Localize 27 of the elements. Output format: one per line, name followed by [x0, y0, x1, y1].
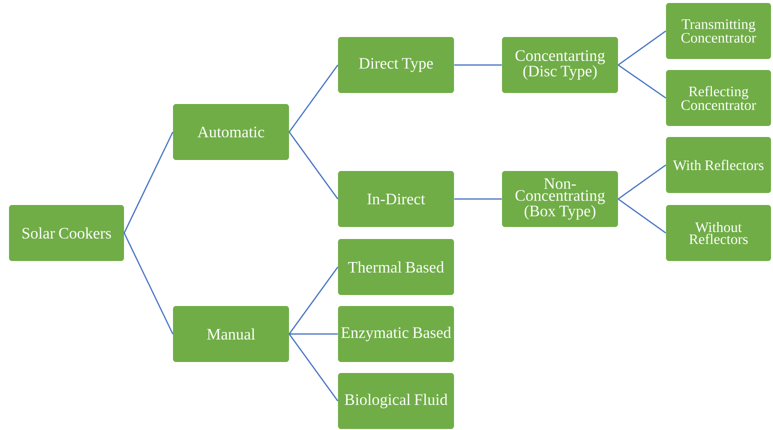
category-box: Solar Cookers	[9, 205, 124, 261]
category-box: Direct Type	[338, 37, 454, 93]
connector-line	[454, 198, 502, 200]
connector-line	[618, 64, 666, 98]
category-box: Transmitting Concentrator	[666, 3, 771, 59]
connector-line	[618, 30, 666, 66]
connector-line	[289, 333, 338, 335]
category-box: Without Reflectors	[666, 205, 771, 261]
category-box: Biological Fluid	[338, 373, 454, 429]
connector-line	[618, 164, 666, 200]
category-box: Enzymatic Based	[338, 306, 454, 362]
connector-line	[124, 232, 174, 334]
connector-line	[288, 64, 338, 132]
connector-line	[618, 198, 666, 234]
category-box: Reflecting Concentrator	[666, 70, 771, 126]
connector-line	[288, 334, 338, 402]
category-box: In-Direct	[338, 171, 454, 227]
category-box: Non-Concentrating (Box Type)	[502, 171, 618, 227]
connector-line	[124, 132, 174, 234]
connector-line	[454, 64, 502, 66]
category-box: Manual	[173, 306, 289, 362]
category-box: Thermal Based	[338, 239, 454, 295]
category-box: With Reflectors	[666, 137, 771, 193]
category-box: Automatic	[173, 104, 289, 160]
category-box: Concentarting (Disc Type)	[502, 37, 618, 93]
connector-line	[288, 132, 338, 200]
connector-line	[288, 266, 338, 334]
